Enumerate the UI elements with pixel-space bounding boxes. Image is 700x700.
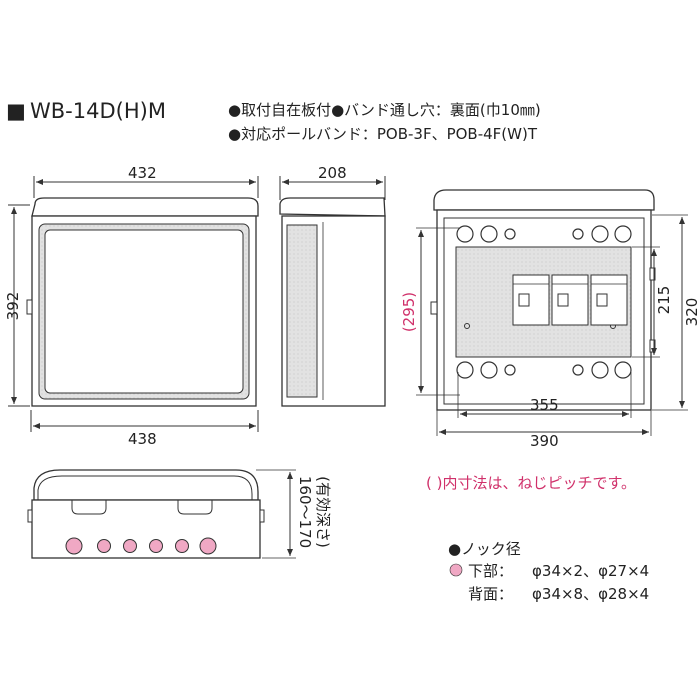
knockout-heading: ●ノック径 [448,540,521,558]
knockout-bottom-small [123,539,137,553]
interior-view [416,189,688,436]
spec-line-2: ●対応ポールバンド：POB-3F、POB-4F(W)T [228,125,538,143]
side-view [279,176,386,407]
knockout-back-label: 背面： [468,585,513,603]
dim-screw-pitch-height: (295) [400,292,418,332]
dim-width-top: 432 [128,164,157,182]
dim-height: 392 [4,292,22,321]
title-square: ■ [6,99,26,123]
knockout-bottom-small [97,539,111,553]
dim-inner-height: 215 [655,286,673,315]
pink-legend-dot [449,563,463,577]
dim-depth: 208 [318,164,347,182]
knockout-bottom-label: 下部： [468,562,513,580]
knockout-bottom-large [65,537,83,555]
knockout-back-value: φ34×8、φ28×4 [532,585,649,603]
dim-pitch-width: 355 [530,396,559,414]
knockout-bottom-small [149,539,163,553]
dim-depth-note: (有効深さ) [314,476,332,548]
bottom-knockouts [65,537,217,555]
knockout-bottom-value: φ34×2、φ27×4 [532,562,649,580]
front-view [8,176,259,432]
bottom-view [27,469,296,559]
dim-depth-range: 160～170 [296,476,314,548]
screw-pitch-note: ( )内寸法は、ねじピッチです。 [426,474,636,492]
dim-width-interior: 390 [530,432,559,450]
dim-width-bottom: 438 [128,430,157,448]
knockout-bottom-small [175,539,189,553]
spec-line-1: ●取付自在板付●バンド通し穴：裏面(巾10㎜) [228,101,541,119]
knockout-bottom-large [199,537,217,555]
model-title: WB-14D(H)M [30,99,166,123]
dim-height-interior: 320 [683,298,700,327]
